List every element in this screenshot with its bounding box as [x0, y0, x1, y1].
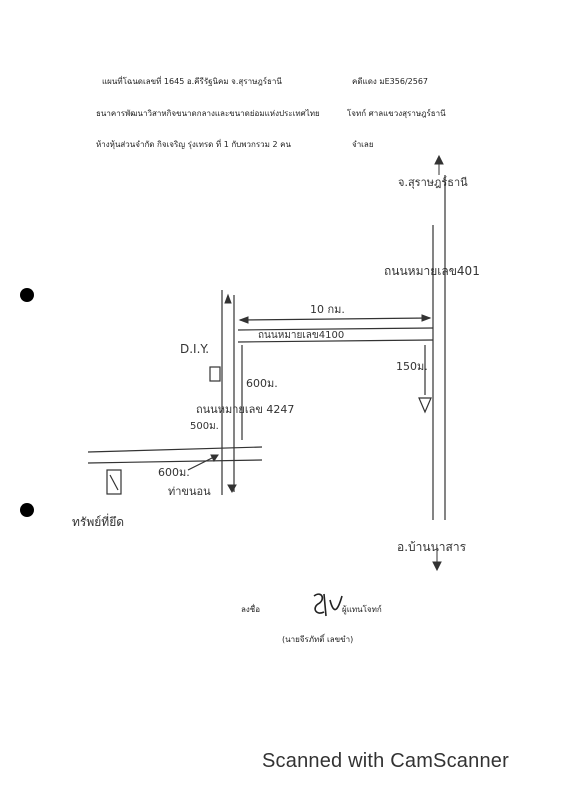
- label-road-401: ถนนหมายเลข401: [384, 264, 480, 278]
- label-distance-10km: 10 กม.: [310, 303, 345, 316]
- label-600m-a: 600ม.: [246, 377, 278, 390]
- label-road-4247: ถนนหมายเลข 4247: [196, 403, 295, 416]
- label-to-surat: จ.สุราษฎร์ธานี: [398, 176, 468, 189]
- property-box: [106, 469, 122, 495]
- label-150m: 150ม.: [396, 360, 428, 373]
- distance-10km-line: [239, 317, 431, 321]
- map-title: แผนที่โฉนดเลขที่ 1645 อ.คีรีรัฐนิคม จ.สุ…: [102, 77, 282, 86]
- arrow-right-icon: [421, 314, 432, 322]
- plaintiff-bank: ธนาคารพัฒนาวิสาหกิจขนาดกลางและขนาดย่อมแห…: [96, 109, 320, 118]
- signer-name: (นายจีรภัทติ์ เลขขำ): [282, 635, 354, 644]
- label-600m-b: 600ม.: [158, 466, 190, 479]
- pointer-arrow-icon: [210, 454, 219, 462]
- camscanner-watermark: Scanned with CamScanner: [262, 750, 509, 772]
- label-to-bannasan: อ.บ้านนาสาร: [397, 540, 467, 554]
- case-number: คดีแดง มE356/2567: [352, 77, 428, 86]
- arrow-north-icon: [434, 154, 444, 165]
- arrow-left-icon: [238, 316, 249, 324]
- punch-hole-bottom: [20, 503, 34, 517]
- arrow-south-icon: [432, 561, 442, 572]
- signer-role: ผู้แทนโจทก์: [342, 605, 382, 614]
- defendant-role: จำเลย: [352, 140, 374, 149]
- label-500m: 500ม.: [190, 421, 219, 432]
- label-diy: D.I.Y.: [180, 342, 210, 356]
- arrow-down-icon: [227, 484, 237, 494]
- label-property: ทรัพย์ที่ยึด: [72, 515, 125, 529]
- arrow-up-icon: [224, 293, 232, 304]
- label-road-4100: ถนนหมายเลข4100: [258, 330, 345, 341]
- sign-label: ลงชื่อ: [241, 605, 261, 614]
- side-road-top-edge: [87, 446, 263, 453]
- plaintiff-role: โจทก์ ศาลแขวงสุราษฎร์ธานี: [347, 109, 446, 118]
- punch-hole-top: [20, 288, 34, 302]
- defendant: ห้างหุ้นส่วนจำกัด กิจเจริญ รุ่งเทรด ที่ …: [96, 140, 291, 149]
- road-4100-top-edge: [237, 327, 434, 331]
- road-4100-bottom-edge: [237, 339, 434, 343]
- label-side-road: ท่าขนอน: [168, 485, 211, 498]
- signature-mark: [313, 593, 343, 617]
- diy-box: [209, 366, 221, 382]
- marker-triangle: [418, 397, 432, 414]
- side-road-bottom-edge: [87, 459, 263, 464]
